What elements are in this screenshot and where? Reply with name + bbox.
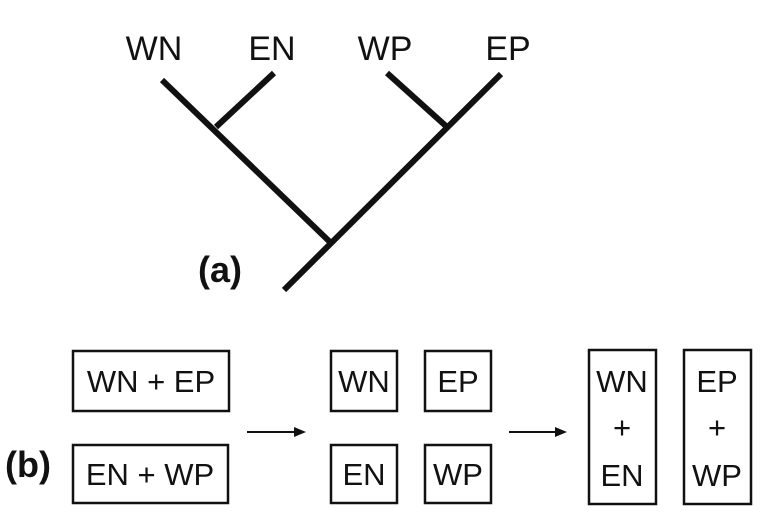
stage2-text-wn: WN [338, 364, 390, 399]
panel-b: (b) WN + EP EN + WP WN EP EN [5, 348, 753, 506]
stage3-box-ep-wp: EP + WP [682, 348, 753, 506]
stage1-box-2: EN + WP [71, 443, 230, 505]
taxon-label-wn: WN [126, 30, 183, 68]
panel-a-label: (a) [198, 249, 242, 290]
taxon-label-wp: WP [358, 30, 413, 68]
stage3-text-mid-1: + [613, 410, 631, 445]
taxon-label-ep: EP [485, 30, 530, 68]
taxon-label-en: EN [248, 30, 295, 68]
stage2-box-ep: EP [423, 349, 493, 413]
branch-wp [384, 70, 450, 130]
stage3-text-bot-2: WP [692, 458, 742, 493]
stage2-text-wp: WP [433, 457, 483, 492]
stage3-text-bot-1: EN [600, 458, 643, 493]
stage3-text-top-1: WN [596, 364, 648, 399]
stage3-text-mid-2: + [708, 410, 726, 445]
stage2-box-en: EN [329, 443, 399, 505]
branch-wn [159, 77, 334, 246]
arrow-1 [247, 427, 306, 437]
stage3-box-wn-en: WN + EN [587, 348, 658, 506]
stage1-text-2: EN + WP [86, 457, 214, 492]
stage2-box-wp: WP [423, 443, 493, 505]
stage1-text-1: WN + EP [87, 364, 215, 399]
stage3-text-top-2: EP [696, 364, 737, 399]
branch-en [213, 70, 277, 130]
panel-b-label: (b) [5, 444, 51, 485]
stage2-text-en: EN [342, 457, 385, 492]
stage2-text-ep: EP [437, 364, 478, 399]
stage1-box-1: WN + EP [71, 349, 231, 413]
arrow-2 [509, 427, 567, 437]
phylogenetic-tree: WN EN WP EP (a) [126, 30, 531, 293]
stage2-box-wn: WN [329, 349, 399, 413]
branch-ep [281, 71, 504, 293]
